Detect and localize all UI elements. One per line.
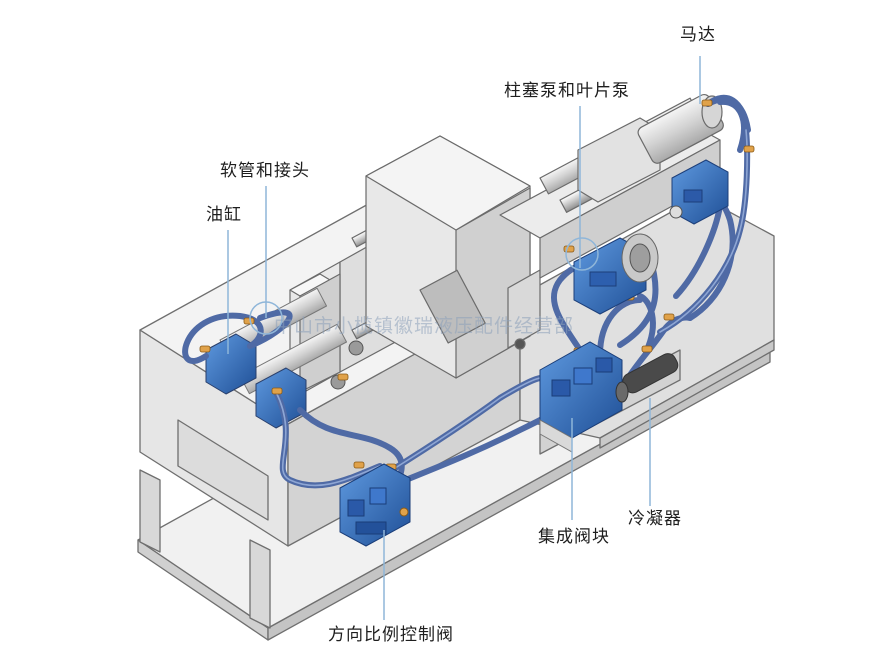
label-prop-valve: 方向比例控制阀 <box>328 625 454 645</box>
motor-valve-block <box>669 159 729 225</box>
proportional-valve <box>339 463 411 547</box>
pump-assembly <box>573 233 659 315</box>
label-manifold: 集成阀块 <box>538 527 610 547</box>
label-cooler: 冷凝器 <box>628 509 682 529</box>
label-cylinder: 油缸 <box>206 204 242 225</box>
label-motor: 马达 <box>680 25 716 45</box>
clamp-unit <box>289 135 541 401</box>
manifold-block <box>539 341 623 453</box>
label-hoses: 软管和接头 <box>220 161 310 181</box>
leader-lines <box>227 56 701 620</box>
label-pumps: 柱塞泵和叶片泵 <box>504 81 630 101</box>
injection-unit <box>499 93 724 279</box>
watermark: 中山市小榄镇徽瑞液压配件经营部 <box>274 315 574 337</box>
callout-labels: 马达 柱塞泵和叶片泵 软管和接头 油缸 集成阀块 冷凝器 方向比例控制阀 <box>206 25 716 645</box>
cooler <box>615 353 679 403</box>
